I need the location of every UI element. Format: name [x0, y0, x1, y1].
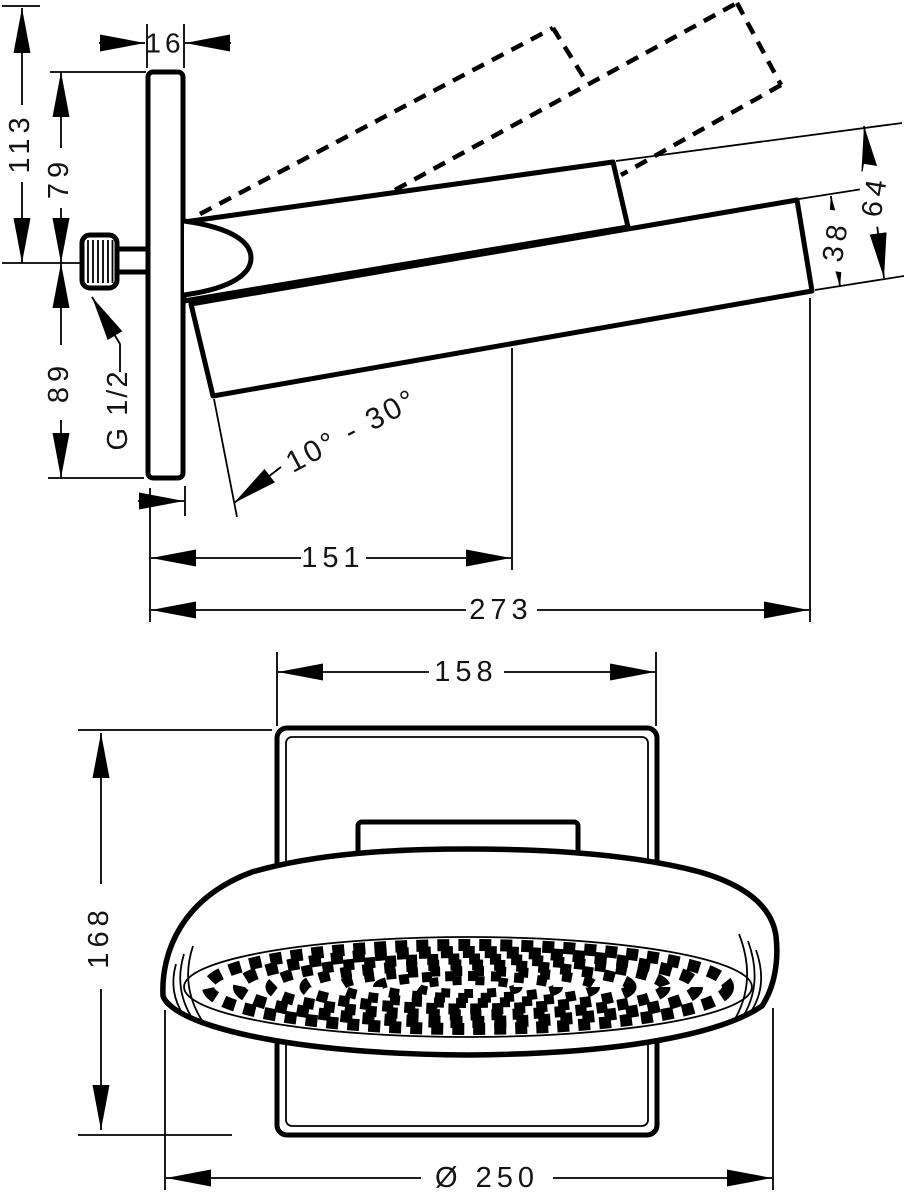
dim-angle-label: 10° - 30° — [281, 383, 424, 480]
front-view: 158 168 Ø 250 — [78, 652, 780, 1194]
dim-thread-label: G 1/2 — [102, 370, 134, 451]
dim-38-label-bg — [815, 208, 857, 274]
dim-250-label: Ø 250 — [435, 1162, 539, 1194]
shower-head-profile — [188, 197, 815, 399]
nozzle-ring — [373, 971, 563, 1003]
spray-nozzle-field — [202, 939, 734, 1035]
dim-thread-leader — [91, 296, 123, 372]
dim-angle-leader — [233, 466, 282, 504]
raised-position-dashed-outline — [198, 1, 783, 216]
nozzle-ring — [202, 939, 734, 1035]
side-view-dimension-lines — [13, 8, 887, 619]
rim-step-rings — [172, 933, 763, 1026]
wall-plate-outline — [145, 69, 186, 481]
side-view-extension-lines — [2, 5, 904, 622]
thread-connector — [79, 232, 120, 291]
side-view: 16 113 79 89 G 1/2 10° - 30° 151 273 38 … — [2, 1, 904, 626]
dim-168-label: 168 — [83, 905, 115, 968]
dim-151-label: 151 — [301, 542, 364, 574]
dim-273-label: 273 — [469, 594, 532, 626]
nozzle-ring — [233, 946, 703, 1028]
nozzle-ring — [336, 966, 600, 1008]
dim-64-label-bg — [854, 163, 896, 229]
dim-64-label: 64 — [856, 173, 894, 220]
dim-158-label: 158 — [434, 656, 497, 688]
nozzle-ring — [265, 953, 671, 1021]
dim-79-label: 79 — [43, 157, 75, 199]
dim-64-label-group: 64 — [854, 163, 896, 229]
dim-38-label-group: 38 — [815, 208, 857, 274]
shower-head-front — [160, 846, 780, 1058]
pivot-joint — [183, 218, 254, 298]
front-view-extension-lines — [78, 652, 774, 1190]
nozzle-ring — [413, 976, 523, 998]
dim-16-label: 16 — [145, 28, 184, 59]
dim-89-label: 89 — [43, 361, 75, 403]
spray-face-edge — [183, 936, 753, 1038]
front-view-dimension-lines — [92, 663, 772, 1187]
dim-113-label: 113 — [4, 112, 36, 173]
nozzle-ring — [299, 959, 637, 1015]
dim-38-label: 38 — [817, 218, 855, 265]
